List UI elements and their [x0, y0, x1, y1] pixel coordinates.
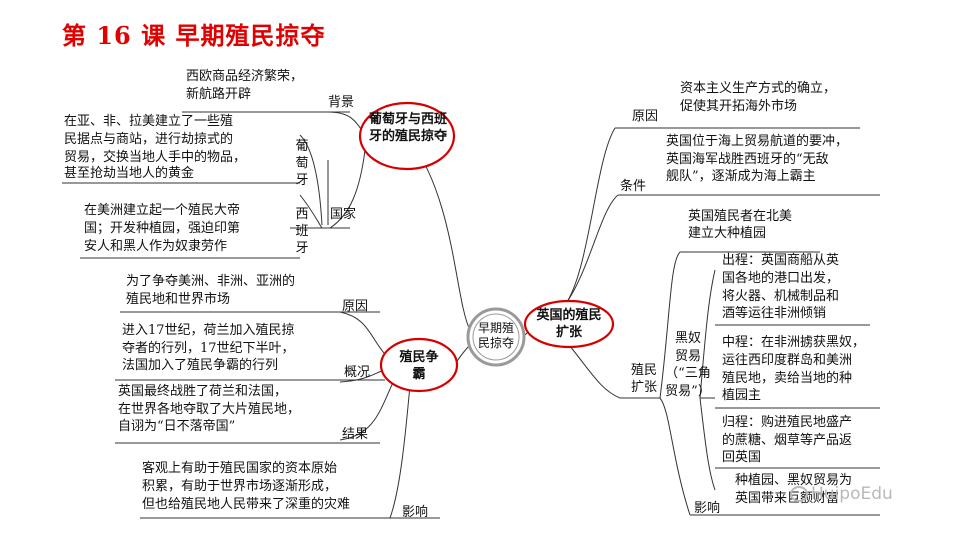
label-britain-condition: 条件: [620, 179, 647, 194]
portugal-line-2: 民据点与商站，进行劫掠式的: [64, 132, 234, 147]
outbound-line-1: 出程：英国商船从英: [722, 253, 840, 268]
center-node: 早期殖民掠夺: [478, 321, 515, 350]
label-rivalry-impact: 影响: [402, 505, 429, 520]
slave-trade-label-3: （“三角: [665, 366, 711, 381]
plantation-line-1: 英国殖民者在北美: [688, 209, 793, 224]
slave-trade-label-4: 贸易”）: [665, 384, 711, 399]
node-portugal-spain: 葡萄牙与西班牙的殖民掠夺: [369, 112, 448, 144]
background-line-2: 新航路开辟: [186, 87, 252, 102]
label-rivalry-situation: 概况: [344, 365, 371, 380]
watermark: HuipoEdu: [790, 484, 893, 504]
portugal-line-4: 甚至抢劫当地人的黄金: [64, 166, 195, 181]
rivalry-impact-line-1: 客观上有助于殖民国家的资本原始: [142, 461, 338, 476]
label-spain: 西班牙: [295, 207, 309, 256]
middle-line-2: 运往西印度群岛和美洲: [722, 353, 853, 368]
plantation-line-2: 建立大种植园: [688, 226, 767, 241]
middle-line-1: 中程：在非洲掳获黑奴，: [722, 335, 866, 350]
spain-line-3: 安人和黑人作为奴隶劳作: [84, 239, 228, 254]
label-rivalry-result: 结果: [342, 427, 369, 442]
background-line-1: 西欧商品经济繁荣，: [186, 69, 304, 84]
label-britain-reason: 原因: [632, 109, 659, 124]
slave-trade-label-2: 贸易: [674, 349, 701, 364]
britain-impact-line-2: 英国带来巨额财富: [735, 491, 840, 506]
wechat-icon: [790, 486, 808, 502]
britain-condition-line-1: 英国位于海上贸易航道的要冲，: [666, 134, 849, 149]
spain-line-1: 在美洲建立起一个殖民大帝: [84, 203, 241, 218]
middle-line-4: 植园主: [722, 388, 762, 403]
label-britain-impact: 影响: [694, 501, 721, 516]
rivalry-situation-line-1: 进入17世纪，荷兰加入殖民掠: [122, 323, 295, 338]
outbound-line-4: 酒等运往非洲倾销: [722, 306, 827, 321]
label-background: 背景: [328, 95, 355, 110]
britain-reason-line-1: 资本主义生产方式的确立，: [680, 81, 837, 96]
portugal-line-1: 在亚、非、拉美建立了一些殖: [64, 114, 234, 129]
node-colonial-rivalry: 殖民争霸: [399, 350, 439, 382]
portugal-line-3: 贸易，交换当地人手中的物品，: [64, 150, 247, 165]
node-british-expansion: 英国的殖民扩张: [536, 308, 602, 340]
watermark-text: HuipoEdu: [811, 484, 893, 504]
middle-line-3: 殖民地，卖给当地的种: [722, 371, 853, 386]
spain-line-2: 国；开发种植园，强迫印第: [84, 221, 241, 236]
rivalry-reason-line-2: 殖民地和世界市场: [126, 292, 231, 307]
rivalry-situation-line-3: 法国加入了殖民争霸的行列: [122, 358, 279, 373]
britain-impact-line-1: 种植园、黑奴贸易为: [735, 473, 853, 488]
britain-reason-line-2: 促使其开拓海外市场: [680, 99, 798, 114]
rivalry-result-line-3: 自诩为“日不落帝国”: [118, 419, 236, 434]
rivalry-reason-line-1: 为了争夺美洲、非洲、亚洲的: [126, 274, 296, 289]
return-line-1: 归程：购进殖民地盛产: [722, 415, 853, 430]
rivalry-impact-line-3: 但也给殖民地人民带来了深重的灾难: [142, 497, 351, 512]
label-colonial-expansion: 殖民扩张: [630, 363, 657, 395]
outbound-line-3: 将火器、机械制品和: [722, 289, 840, 304]
rivalry-result-line-1: 英国最终战胜了荷兰和法国，: [118, 384, 288, 399]
label-country: 国家: [330, 207, 357, 222]
rivalry-situation-line-2: 夺者的行列，17世纪下半叶，: [122, 341, 295, 356]
page-title: 第 16 课 早期殖民掠夺: [62, 21, 326, 50]
slave-trade-label-1: 黑奴: [674, 331, 701, 346]
label-rivalry-reason: 原因: [342, 299, 369, 314]
return-line-3: 回英国: [722, 450, 762, 465]
return-line-2: 的蔗糖、烟草等产品返: [722, 433, 853, 448]
outbound-line-2: 国各地的港口出发，: [722, 271, 840, 286]
label-portugal: 葡萄牙: [295, 139, 309, 188]
rivalry-impact-line-2: 积累，有助于世界市场逐渐形成，: [142, 479, 338, 494]
rivalry-result-line-2: 在世界各地夺取了大片殖民地，: [118, 402, 301, 417]
britain-condition-line-2: 英国海军战胜西班牙的“无敌: [666, 152, 829, 167]
britain-condition-line-3: 舰队”，逐渐成为海上霸主: [666, 169, 816, 184]
